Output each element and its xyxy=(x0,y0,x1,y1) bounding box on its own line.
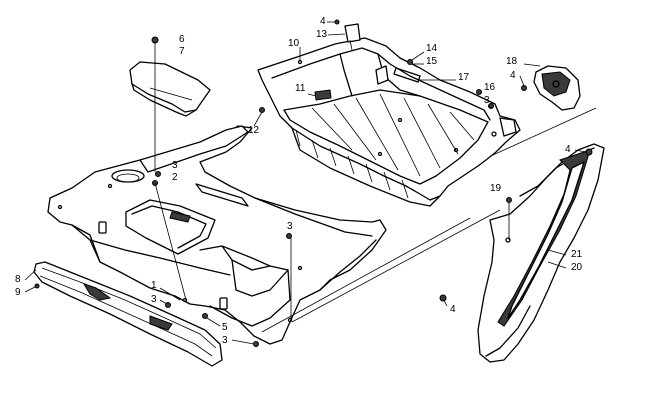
callout-c4c: 4 xyxy=(565,144,571,155)
callout-c16: 16 xyxy=(484,82,496,93)
screw-3c xyxy=(253,341,259,347)
callout-c3c: 3 xyxy=(222,335,228,346)
front-trim-part xyxy=(33,261,223,367)
callout-c4b: 4 xyxy=(510,70,516,81)
callout-c18: 18 xyxy=(506,56,518,67)
callout-c20: 20 xyxy=(571,262,583,273)
callout-c14: 14 xyxy=(426,43,438,54)
screw-3d xyxy=(286,233,292,239)
callout-c13: 13 xyxy=(316,29,328,40)
cargo-box-part xyxy=(257,37,521,207)
callout-c3b: 3 xyxy=(151,294,157,305)
callout-c4d: 4 xyxy=(450,304,456,315)
callout-c12: 12 xyxy=(248,125,260,136)
callout-c3e: 3 xyxy=(484,95,490,106)
screw-19 xyxy=(506,197,512,203)
callout-c8: 8 xyxy=(15,274,21,285)
lid-cover-part xyxy=(129,61,211,117)
callout-c1: 1 xyxy=(151,280,157,291)
side-panel-part xyxy=(477,143,605,363)
callout-c10: 10 xyxy=(288,38,300,49)
callout-c3a: 3 xyxy=(172,160,178,171)
callout-c4a: 4 xyxy=(320,16,326,27)
callout-c19: 19 xyxy=(490,183,502,194)
callout-c5: 5 xyxy=(222,322,228,333)
screw-5 xyxy=(202,313,208,319)
screw-12 xyxy=(259,107,265,113)
callout-c7: 7 xyxy=(179,46,185,57)
callout-c21: 21 xyxy=(571,249,583,260)
callout-c11: 11 xyxy=(295,83,306,94)
callout-c17: 17 xyxy=(458,72,470,83)
callout-c15: 15 xyxy=(426,56,438,67)
callout-c3d: 3 xyxy=(287,221,293,232)
leader-lines xyxy=(24,21,597,345)
top-bracket-part xyxy=(334,19,361,43)
callout-c9: 9 xyxy=(15,287,21,298)
screw-6 xyxy=(151,36,159,44)
callout-c6: 6 xyxy=(179,34,185,45)
tail-light-part xyxy=(533,65,581,111)
screw-15 xyxy=(407,59,413,65)
screw-3a xyxy=(155,171,161,177)
trim-strip-part xyxy=(139,125,249,207)
screw-4d xyxy=(439,294,447,302)
console-body-part xyxy=(47,125,387,345)
screw-9 xyxy=(34,283,40,289)
screw-4b xyxy=(521,85,527,91)
callout-c2: 2 xyxy=(172,172,178,183)
